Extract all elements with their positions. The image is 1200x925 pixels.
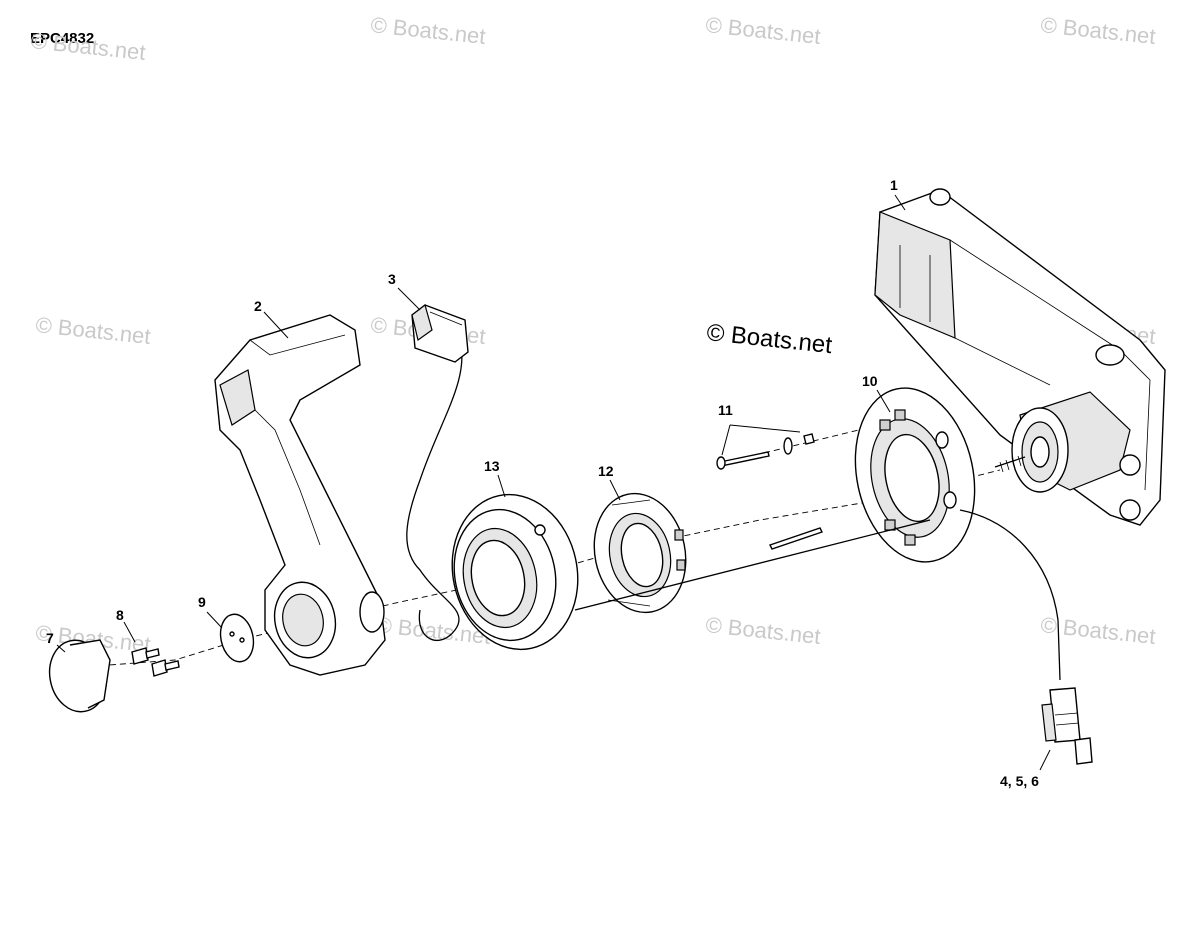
label-part-12[interactable]: 12 <box>598 463 614 479</box>
part-3-sensor[interactable] <box>411 303 469 363</box>
part-12-detent-ring[interactable] <box>584 485 697 621</box>
part-9-washer-plate[interactable] <box>216 611 257 665</box>
label-part-13[interactable]: 13 <box>484 458 500 474</box>
svg-text:© Boats.net: © Boats.net <box>705 319 833 359</box>
leader-lines <box>56 194 1051 771</box>
svg-text:© Boats.net: © Boats.net <box>704 12 821 49</box>
label-part-1[interactable]: 1 <box>890 177 898 193</box>
label-part-8[interactable]: 8 <box>116 607 124 623</box>
svg-text:© Boats.net: © Boats.net <box>34 312 151 349</box>
part-10-adapter-ring[interactable] <box>840 377 990 573</box>
watermark-low-3: © Boats.net <box>704 612 821 649</box>
part-1-control-housing[interactable] <box>874 188 1166 526</box>
wire-harness[interactable] <box>406 339 1061 681</box>
label-part-2[interactable]: 2 <box>254 298 262 314</box>
label-part-11[interactable]: 11 <box>718 402 733 418</box>
label-part-10[interactable]: 10 <box>862 373 878 389</box>
part-8-screws[interactable] <box>131 647 180 677</box>
watermark-mid-1: © Boats.net <box>34 312 151 349</box>
label-part-4-5-6[interactable]: 4, 5, 6 <box>1000 773 1039 789</box>
watermark-top-3: © Boats.net <box>704 12 821 49</box>
part-4-5-6-connector[interactable] <box>1041 687 1093 765</box>
diagram-code: EPC4832 <box>30 30 95 47</box>
label-part-7[interactable]: 7 <box>46 630 54 646</box>
part-13-trim-ring[interactable] <box>438 483 592 661</box>
part-labels: 1 2 3 4, 5, 6 7 8 9 10 11 12 13 <box>46 177 1039 789</box>
svg-text:© Boats.net: © Boats.net <box>704 612 821 649</box>
watermark-top-1: © Boats.net <box>29 28 146 65</box>
svg-text:© Boats.net: © Boats.net <box>1039 12 1156 49</box>
part-7-cap[interactable] <box>43 635 113 717</box>
label-part-9[interactable]: 9 <box>198 594 206 610</box>
part-11-screw-washer-nut[interactable] <box>716 433 823 550</box>
svg-text:© Boats.net: © Boats.net <box>29 28 146 65</box>
label-part-3[interactable]: 3 <box>388 271 396 287</box>
svg-text:© Boats.net: © Boats.net <box>369 12 486 49</box>
watermark-top-2: © Boats.net <box>369 12 486 49</box>
part-2-control-handle[interactable] <box>214 314 386 676</box>
watermark-top-4: © Boats.net <box>1039 12 1156 49</box>
watermark-main: © Boats.net <box>705 319 833 359</box>
